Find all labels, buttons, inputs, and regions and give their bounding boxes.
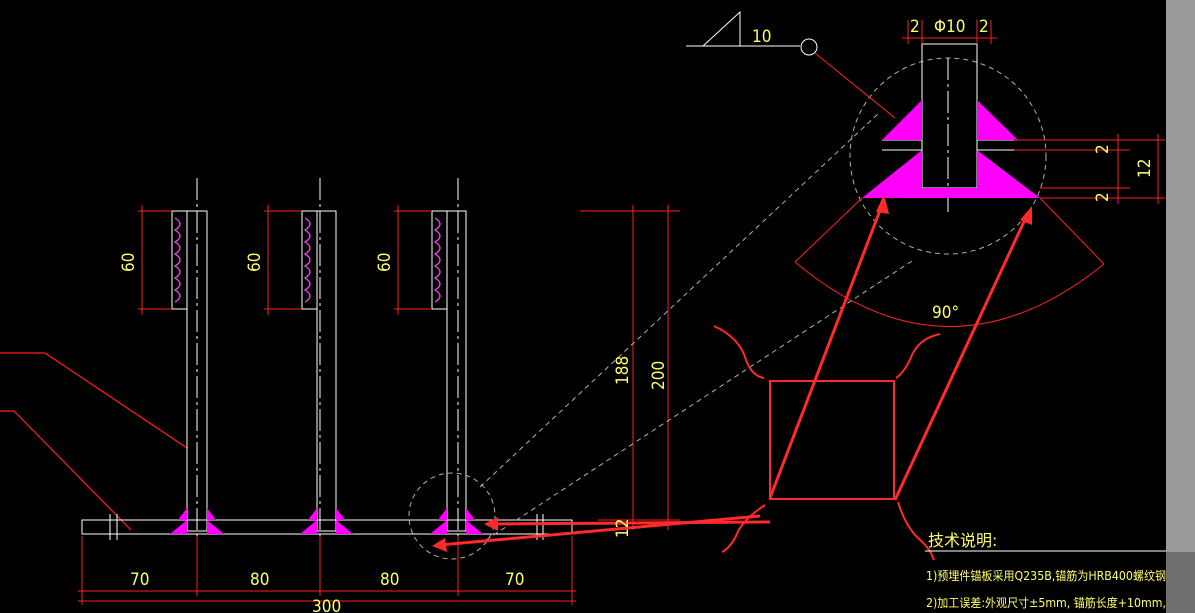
height-inner: 188 — [613, 356, 633, 385]
bottom-dim-4: 70 — [505, 570, 524, 590]
notes-title: 技术说明: — [928, 531, 997, 550]
bottom-dim-3: 80 — [380, 570, 399, 590]
detail-gap-right: 2 — [979, 17, 989, 37]
plate-thickness: 12 — [613, 519, 633, 538]
anchor-len-2: 60 — [245, 253, 265, 272]
height-outer: 200 — [649, 361, 669, 390]
base-plate — [81, 514, 573, 540]
anchor-len-1: 60 — [119, 253, 139, 272]
dimension-lines — [78, 205, 680, 605]
annotation-arrows — [432, 194, 1032, 552]
annotation-markup — [713, 325, 941, 561]
bottom-dim-1: 70 — [130, 570, 149, 590]
bottom-dim-total: 300 — [312, 597, 341, 613]
detail-view — [862, 43, 1040, 215]
detail-dimensions — [794, 20, 1165, 327]
detail-angle: 90° — [932, 303, 959, 323]
base-welds — [170, 508, 483, 534]
anchor-len-3: 60 — [375, 253, 395, 272]
weld-symbol — [686, 10, 818, 56]
left-leader-lines — [0, 352, 188, 531]
detail-gap-bottom: 2 — [1093, 192, 1113, 202]
detail-diameter: Φ10 — [934, 17, 966, 37]
bottom-dim-2: 80 — [250, 570, 269, 590]
detail-gap-top: 2 — [1093, 144, 1113, 154]
anchor-bars — [171, 178, 467, 560]
weld-size-label: 10 — [752, 27, 771, 47]
notes-line-2: 2)加工误差:外观尺寸±5mm, 锚筋长度+10mm, — [926, 595, 1166, 610]
detail-gap-left: 2 — [910, 17, 920, 37]
notes-line-1: 1)预埋件锚板采用Q235B,锚筋为HRB400螺纹钢 — [926, 568, 1166, 583]
thread-marks — [173, 217, 441, 303]
detail-thickness: 12 — [1135, 159, 1155, 178]
scrollbar-thumb[interactable] — [1166, 552, 1195, 613]
weld-leader — [814, 52, 896, 119]
detail-projection — [408, 57, 1047, 560]
vertical-scrollbar[interactable] — [1166, 0, 1195, 613]
